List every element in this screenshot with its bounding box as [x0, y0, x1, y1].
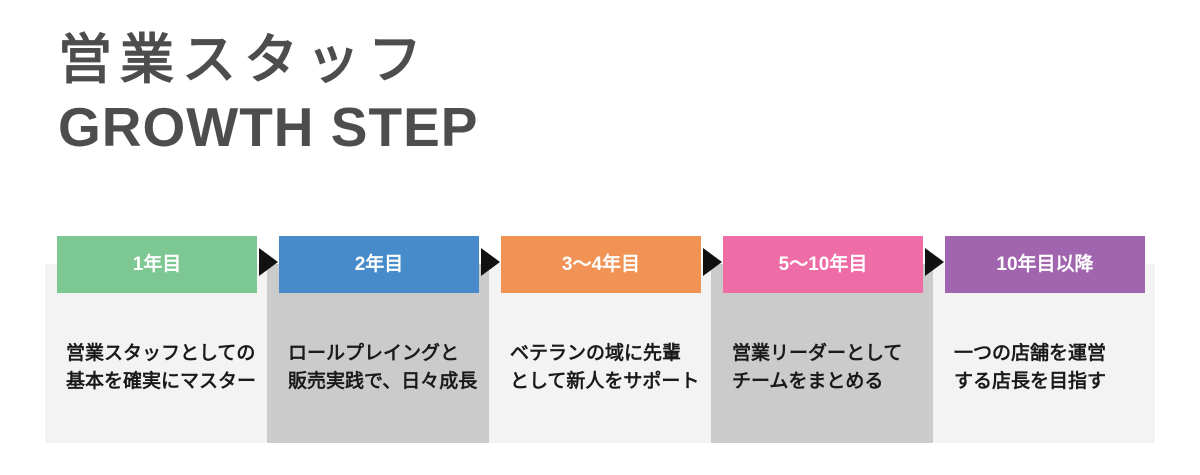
arrow-right-icon	[259, 248, 278, 276]
step-year-10-plus: 10年目以降 一つの店舗を運営 する店長を目指す	[933, 0, 1155, 475]
step-description: 一つの店舗を運営 する店長を目指す	[954, 343, 1107, 392]
title-line-japanese: 営業スタッフ	[58, 30, 430, 90]
step-description: 営業スタッフとしての 基本を確実にマスター	[66, 343, 257, 392]
step-description: ベテランの域に先輩 として新人をサポート	[510, 343, 700, 392]
arrow-right-icon	[925, 248, 944, 276]
step-year-1: 1年目 営業スタッフとしての 基本を確実にマスター	[45, 0, 267, 475]
step-header-badge: 1年目	[57, 236, 257, 293]
step-column-background	[711, 264, 933, 443]
step-label: 2年目	[354, 254, 404, 275]
step-label: 5〜10年目	[778, 254, 868, 275]
step-column-background	[489, 264, 711, 443]
step-year-2: 2年目 ロールプレイングと 販売実践で、日々成長	[267, 0, 489, 475]
step-description: 営業リーダーとして チームをまとめる	[732, 343, 903, 392]
step-description: ロールプレイングと 販売実践で、日々成長	[288, 343, 478, 392]
step-label: 10年目以降	[996, 254, 1094, 275]
step-header-badge: 10年目以降	[945, 236, 1145, 293]
step-label: 3〜4年目	[561, 254, 641, 275]
step-column-background	[45, 264, 267, 443]
step-header-badge: 2年目	[279, 236, 479, 293]
step-year-5-10: 5〜10年目 営業リーダーとして チームをまとめる	[711, 0, 933, 475]
arrow-right-icon	[481, 248, 500, 276]
step-header-badge: 3〜4年目	[501, 236, 701, 293]
step-label: 1年目	[132, 254, 182, 275]
step-column-background	[267, 264, 489, 443]
step-year-3-4: 3〜4年目 ベテランの域に先輩 として新人をサポート	[489, 0, 711, 475]
step-column-background	[933, 264, 1155, 443]
page-title: 営業スタッフ GROWTH STEP	[58, 24, 479, 158]
step-header-badge: 5〜10年目	[723, 236, 923, 293]
arrow-right-icon	[703, 248, 722, 276]
title-line-english: GROWTH STEP	[58, 96, 479, 158]
